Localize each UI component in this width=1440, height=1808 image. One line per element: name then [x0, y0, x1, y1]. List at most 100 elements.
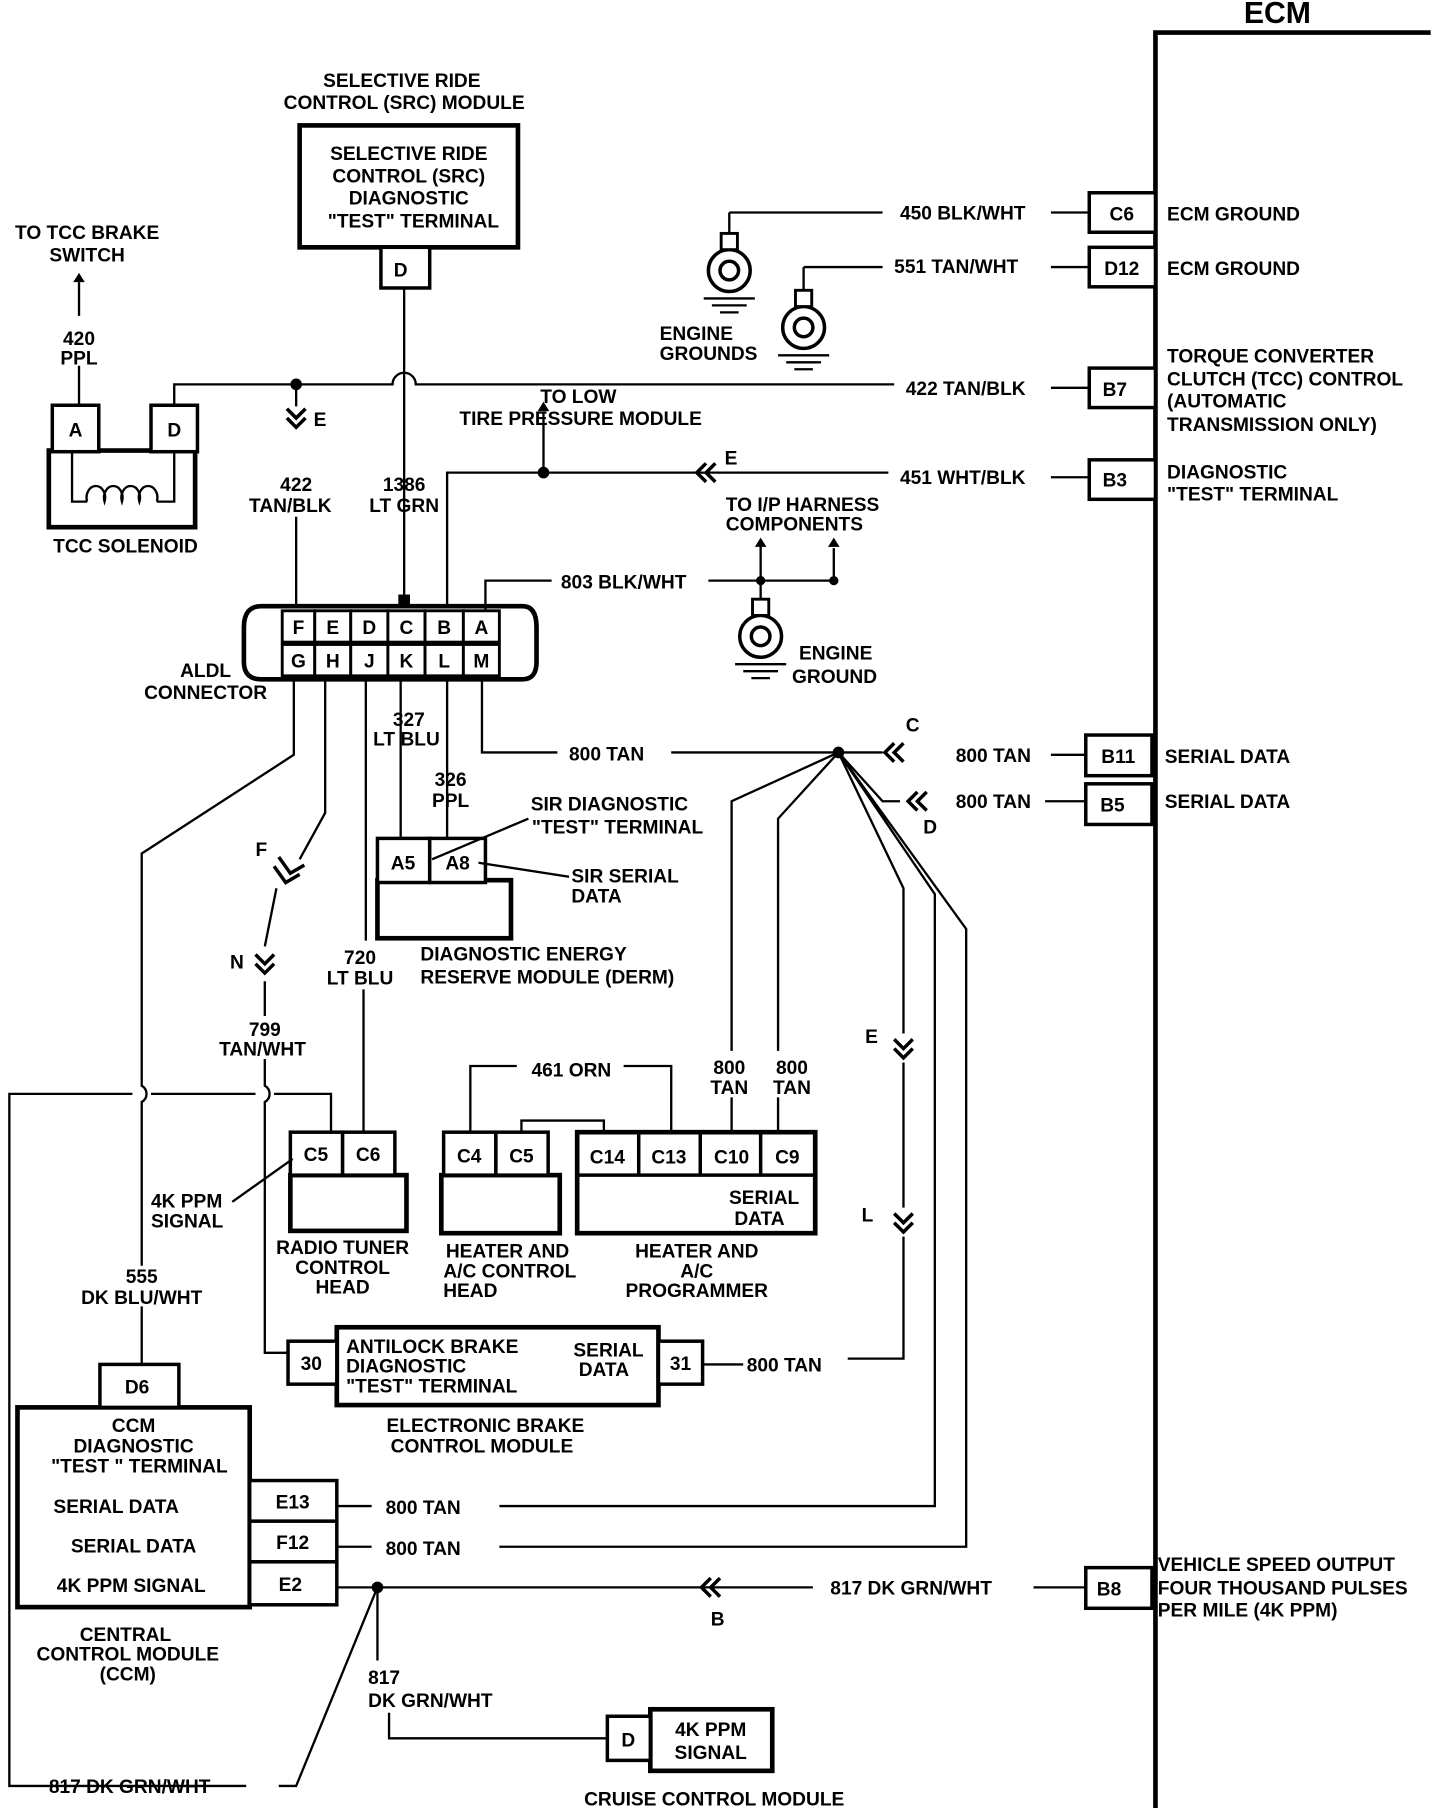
- ecm: ECM: [1153, 0, 1431, 1808]
- radio-label: HEAD: [315, 1278, 369, 1299]
- programmer-label: A/C: [680, 1261, 713, 1282]
- pin-label: D: [394, 260, 408, 281]
- splice-letter: E: [865, 1027, 878, 1048]
- wire-label: 817 DK GRN/WHT: [49, 1777, 211, 1798]
- wire-label: 800 TAN: [956, 792, 1031, 813]
- tcc-brake-label: TO TCC BRAKE: [15, 223, 159, 244]
- ccm-text: SERIAL DATA: [53, 1497, 179, 1518]
- heater-ac-control-head: C4 C5 HEATER AND A/C CONTROL HEAD 461 OR…: [438, 1060, 673, 1302]
- pin-description: ECM GROUND: [1167, 205, 1300, 226]
- src-box-text: "TEST" TERMINAL: [328, 212, 500, 233]
- programmer-text: SERIAL: [729, 1188, 799, 1209]
- engine-ground-803: 803 BLK/WHT TO I/P HARNESS COMPONENTS EN…: [484, 495, 880, 688]
- engine-grounds-label: ENGINE: [660, 324, 734, 345]
- radio-label: RADIO TUNER: [276, 1238, 409, 1259]
- aldl-pin-label: C: [400, 618, 414, 639]
- aldl-pin-label: A: [474, 618, 488, 639]
- heater-ac-programmer: C14 C13 C10 C9 SERIAL DATA HEATER AND A/…: [574, 1050, 818, 1302]
- wire-label: TAN/WHT: [219, 1040, 306, 1061]
- tcc-brake-label: SWITCH: [49, 245, 125, 266]
- pin-label: B8: [1097, 1579, 1122, 1600]
- ccm-text: CCM: [112, 1416, 156, 1437]
- aldl-label: CONNECTOR: [144, 683, 267, 704]
- cruise-text: SIGNAL: [675, 1743, 748, 1764]
- ip-harness-label: TO I/P HARNESS: [726, 495, 880, 516]
- aldl-pin-label: F: [293, 618, 305, 639]
- pin-label: D6: [125, 1377, 149, 1398]
- ecm-pin-d12: 551 TAN/WHT D12 ECM GROUND: [776, 245, 1300, 372]
- pin-label: E13: [276, 1492, 310, 1513]
- signal-label: 4K PPM: [151, 1192, 222, 1213]
- pin-label: F12: [276, 1533, 309, 1554]
- radio-tuner-control-head: C5 C6 4K PPM SIGNAL RADIO TUNER CONTROL …: [151, 1130, 409, 1299]
- wire-label: TAN: [710, 1078, 748, 1099]
- aldl-pin-B: [423, 609, 465, 644]
- pin-label: A5: [391, 854, 416, 875]
- arrow-up-icon: [73, 272, 85, 283]
- pin-description: "TEST" TERMINAL: [1167, 484, 1339, 505]
- pin-description: VEHICLE SPEED OUTPUT: [1158, 1555, 1395, 1576]
- pin-description: (AUTOMATIC: [1167, 392, 1287, 413]
- wire-label: 800: [713, 1058, 745, 1079]
- ccm-text: DIAGNOSTIC: [74, 1437, 194, 1458]
- splice-chevron-icon: [906, 790, 929, 813]
- wire-label: 799: [249, 1020, 281, 1041]
- pin-label: C4: [457, 1146, 482, 1167]
- pin-label: C6: [1110, 205, 1134, 226]
- pin-label: C13: [651, 1148, 686, 1169]
- splice-letter: F: [256, 840, 268, 861]
- ground-icon: [702, 231, 757, 315]
- low-tire-label: TO LOW: [540, 387, 617, 408]
- ip-harness-label: COMPONENTS: [726, 515, 863, 536]
- ecm-pin-b7: 422 TAN/BLK B7 TORQUE CONVERTER CLUTCH (…: [173, 346, 1403, 436]
- signal-label: SIGNAL: [151, 1211, 224, 1232]
- pin-description: TRANSMISSION ONLY): [1167, 415, 1377, 436]
- radio-label: CONTROL: [295, 1258, 390, 1279]
- ccm-label: CENTRAL: [80, 1625, 172, 1646]
- wire-label: LT BLU: [373, 729, 440, 750]
- aldl-pin-M: [461, 643, 501, 678]
- pin-label: D: [167, 421, 181, 442]
- programmer-text: DATA: [734, 1209, 784, 1230]
- low-tire-label: TIRE PRESSURE MODULE: [459, 409, 702, 430]
- ebcm-label: CONTROL MODULE: [391, 1437, 574, 1458]
- central-control-module: D6 CCM DIAGNOSTIC "TEST " TERMINAL SERIA…: [15, 1362, 461, 1685]
- splice-chevron-icon: [253, 952, 276, 975]
- aldl-pin-label: M: [473, 652, 489, 673]
- wire-label: 800 TAN: [386, 1498, 461, 1519]
- pin-label: D: [621, 1730, 635, 1751]
- ccm-text: "TEST " TERMINAL: [51, 1456, 228, 1477]
- aldl-label: ALDL: [180, 661, 231, 682]
- engine-ground-label: ENGINE: [799, 644, 873, 665]
- derm: 327 LT BLU 326 PPL A5 A8 SIR DIAGNOSTIC …: [373, 675, 703, 989]
- wire-label: 800 TAN: [956, 746, 1031, 767]
- sir-serial-label: SIR SERIAL: [571, 867, 679, 888]
- pin-label: C9: [775, 1148, 799, 1169]
- wire-label: LT BLU: [327, 969, 394, 990]
- wire-label: PPL: [60, 349, 98, 370]
- splice-letter: C: [906, 716, 920, 737]
- pin-description: DIAGNOSTIC: [1167, 462, 1287, 483]
- ground-icon: [776, 288, 831, 372]
- pin-description: PER MILE (4K PPM): [1158, 1600, 1338, 1621]
- wire-label: 551 TAN/WHT: [894, 257, 1018, 278]
- aldl-pin-label: K: [400, 652, 414, 673]
- ecm-pin-b3: E 451 WHT/BLK B3 DIAGNOSTIC "TEST" TERMI…: [445, 401, 1339, 611]
- aldl-pin-H: [313, 643, 353, 678]
- hvac-head-label: A/C CONTROL: [443, 1261, 576, 1282]
- aldl-pin-label: G: [291, 652, 306, 673]
- ebcm-text: DATA: [579, 1360, 629, 1381]
- splice-chevron-icon: [892, 1211, 915, 1234]
- src-box-text: DIAGNOSTIC: [349, 188, 469, 209]
- cruise-text: 4K PPM: [675, 1720, 746, 1741]
- ccm-label: (CCM): [100, 1664, 156, 1685]
- wire-label: DK BLU/WHT: [81, 1288, 203, 1309]
- wire-label: 800 TAN: [569, 745, 644, 766]
- wire-label: LT GRN: [369, 496, 439, 517]
- pin-description: CLUTCH (TCC) CONTROL: [1167, 370, 1403, 391]
- wire-label: 800 TAN: [386, 1539, 461, 1560]
- splice-letter: L: [862, 1206, 874, 1227]
- splice-letter: E: [314, 410, 327, 431]
